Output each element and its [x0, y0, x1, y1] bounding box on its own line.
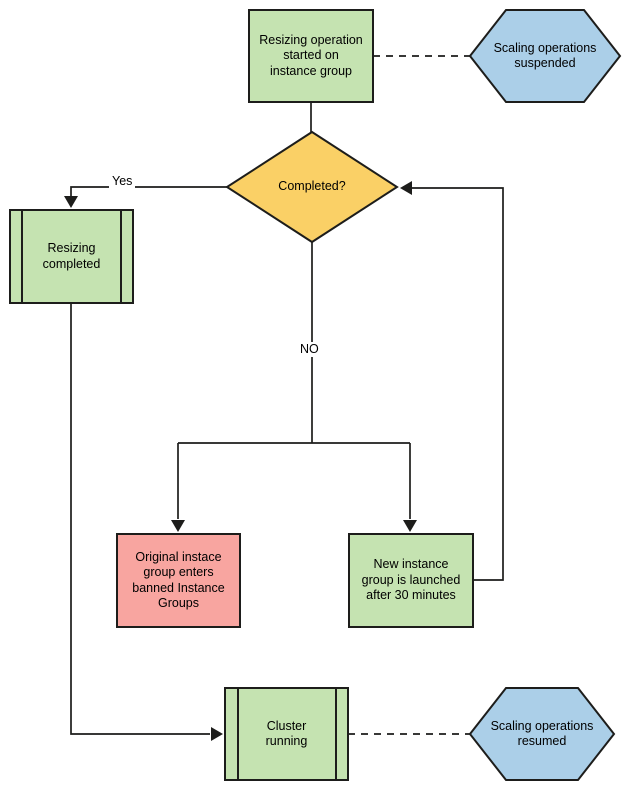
label-cluster-running: Cluster running — [265, 718, 308, 749]
edge-label-no: NO — [297, 342, 322, 357]
node-banned-group — [116, 533, 241, 628]
edge-label-yes: Yes — [109, 174, 136, 189]
label-decision: Completed? — [278, 179, 346, 194]
label-banned-group: Original instace group enters banned Ins… — [132, 549, 225, 611]
arrowhead-down-resizing-completed — [64, 196, 78, 208]
arrowhead-right-cluster-running — [211, 727, 223, 741]
node-resumed-hexagon — [468, 687, 616, 781]
edge-new-group-decision-loop — [412, 187, 504, 581]
node-decision-diamond — [225, 130, 399, 244]
label-resizing-completed: Resizing completed — [42, 241, 101, 271]
label-suspended: Scaling operations suspended — [493, 40, 597, 71]
label-start: Resizing operation started on instance g… — [259, 32, 363, 78]
node-new-group — [348, 533, 474, 628]
arrowhead-left-decision — [400, 181, 412, 195]
edge-decision-yes — [70, 186, 227, 197]
label-resumed: Scaling operations resumed — [490, 718, 594, 749]
label-new-group: New instance group is launched after 30 … — [361, 557, 461, 603]
node-start — [248, 9, 374, 103]
node-suspended-hexagon — [468, 9, 622, 103]
arrowhead-down-new-group — [403, 520, 417, 532]
arrowhead-down-banned-group — [171, 520, 185, 532]
edge-resizing-cluster — [70, 303, 210, 735]
node-cluster-running — [224, 687, 349, 781]
node-resizing-completed — [9, 209, 134, 304]
